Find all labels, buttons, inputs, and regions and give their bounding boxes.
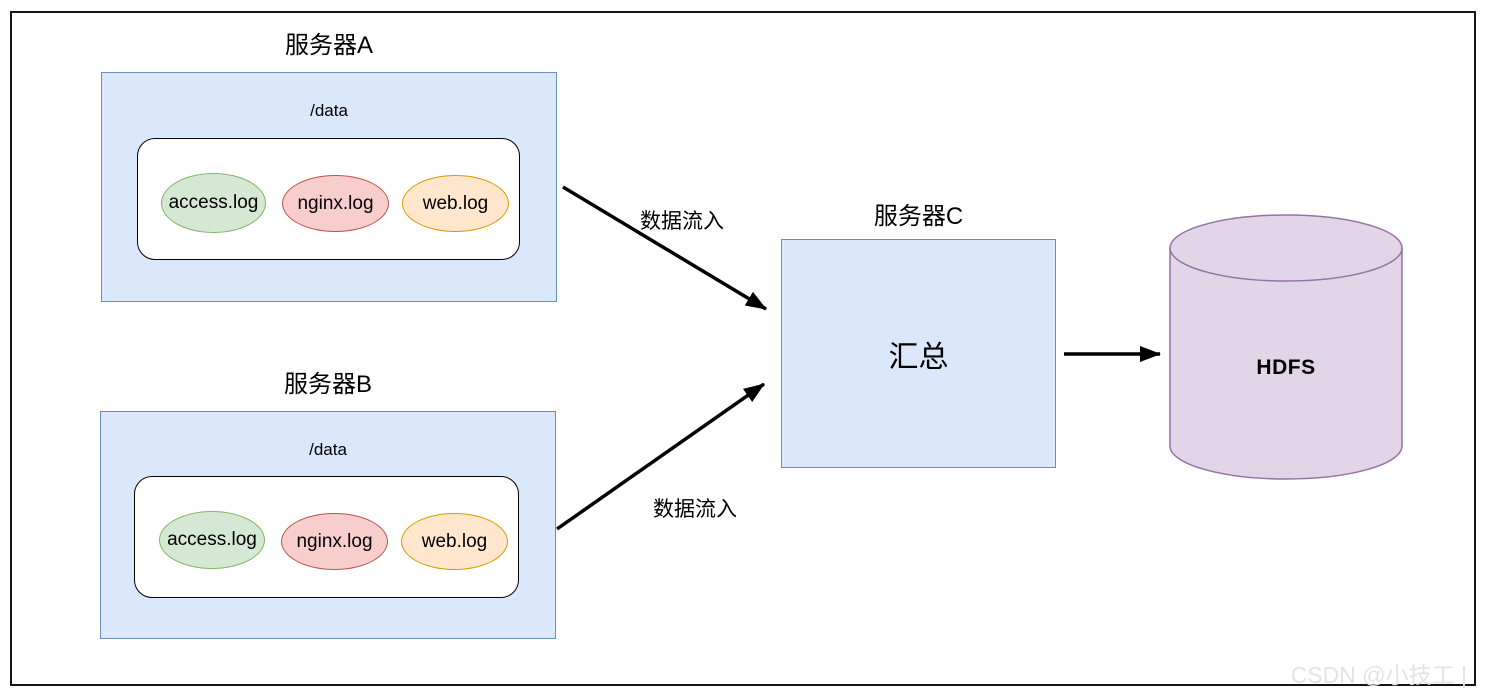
server-a-folder-label: /data — [310, 101, 348, 120]
file-ellipse-nginx-log: nginx.log — [282, 175, 389, 232]
diagram-border — [10, 11, 1476, 686]
file-ellipse-access-log: access.log — [159, 511, 265, 569]
file-ellipse-web-log: web.log — [401, 513, 508, 570]
flow-label-a-to-c: 数据流入 — [640, 210, 724, 233]
server-b-box: /data access.log nginx.log web.log — [100, 411, 556, 639]
server-b-folder-label: /data — [309, 440, 347, 459]
server-a-files-container: access.log nginx.log web.log — [137, 138, 520, 260]
flow-label-b-to-c: 数据流入 — [653, 498, 737, 521]
server-c-box: 汇总 — [781, 239, 1056, 468]
server-c-title: 服务器C — [873, 203, 964, 230]
server-c-label: 汇总 — [888, 340, 949, 374]
arrow-server-b-to-c — [555, 382, 766, 531]
hdfs-cylinder — [1169, 214, 1403, 480]
server-a-box: /data access.log nginx.log web.log — [101, 72, 557, 302]
file-ellipse-nginx-log: nginx.log — [281, 513, 388, 570]
file-ellipse-web-log: web.log — [402, 175, 509, 232]
server-b-files-container: access.log nginx.log web.log — [134, 476, 519, 598]
hdfs-label: HDFS — [1256, 356, 1316, 379]
arrow-server-a-to-c — [562, 185, 767, 311]
hdfs-cylinder-rim — [1169, 247, 1403, 282]
server-b-title: 服务器B — [283, 371, 372, 398]
watermark: CSDN @小技工 | — [1290, 662, 1467, 688]
file-ellipse-access-log: access.log — [161, 173, 266, 233]
server-a-title: 服务器A — [284, 32, 373, 59]
